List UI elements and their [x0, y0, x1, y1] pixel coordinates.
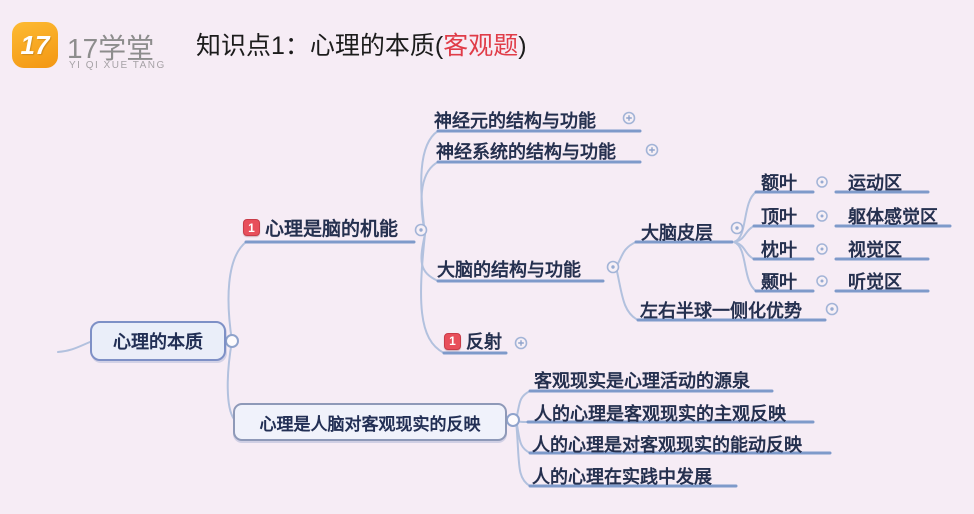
node-parietal-lobe[interactable]: 顶叶	[761, 207, 797, 227]
root-tail-line	[57, 341, 91, 353]
badge-1-icon: 1	[243, 219, 260, 236]
node-cerebral-cortex[interactable]: 大脑皮层	[641, 223, 713, 243]
collapse-icon[interactable]	[606, 260, 620, 274]
collapse-icon[interactable]	[825, 302, 839, 316]
collapse-icon[interactable]	[730, 221, 744, 235]
branch-line	[733, 225, 755, 243]
node-label: 反射	[466, 332, 502, 352]
branch-line	[227, 241, 247, 342]
node-occipital-lobe[interactable]: 枕叶	[761, 240, 797, 260]
node-brain-function[interactable]: 1 心理是脑的机能	[243, 214, 398, 241]
node-label: 心理是脑的机能	[265, 219, 399, 240]
logo-17-icon: 17	[12, 22, 58, 68]
title-text: 知识点1：心理的本质(	[196, 32, 444, 60]
node-active-reflection[interactable]: 人的心理是对客观现实的能动反映	[532, 435, 802, 455]
branch-line	[515, 419, 531, 487]
branch-line	[420, 161, 439, 235]
collapse-icon[interactable]	[816, 176, 828, 188]
node-brain-structure[interactable]: 大脑的结构与功能	[437, 260, 581, 280]
branch-line	[615, 266, 639, 321]
collapse-icon[interactable]	[816, 243, 828, 255]
node-neuron-structure[interactable]: 神经元的结构与功能	[434, 111, 596, 131]
node-frontal-lobe[interactable]: 额叶	[761, 173, 797, 193]
collapse-icon[interactable]	[816, 275, 828, 287]
node-temporal-lobe[interactable]: 颞叶	[761, 272, 797, 292]
branch-line	[420, 233, 445, 354]
branch-line	[733, 241, 757, 292]
node-subjective-reflection[interactable]: 人的心理是客观现实的主观反映	[534, 404, 786, 424]
node-reflection-of-reality[interactable]: 心理是人脑对客观现实的反映	[233, 403, 507, 441]
collapse-plus-icon[interactable]	[645, 143, 659, 157]
node-handle-icon[interactable]	[506, 413, 520, 427]
branch-line	[733, 191, 757, 243]
node-handle-icon[interactable]	[225, 334, 239, 348]
collapse-icon[interactable]	[414, 223, 428, 237]
branch-line	[615, 241, 637, 268]
node-nervous-system-structure[interactable]: 神经系统的结构与功能	[436, 142, 616, 162]
node-visual-area[interactable]: 视觉区	[848, 240, 902, 260]
page-title: 知识点1：心理的本质(客观题)	[196, 26, 527, 62]
node-reality-source[interactable]: 客观现实是心理活动的源泉	[534, 371, 750, 391]
collapse-icon[interactable]	[816, 210, 828, 222]
node-root[interactable]: 心理的本质	[90, 321, 226, 361]
node-reflex[interactable]: 1 反射	[444, 328, 502, 354]
logo-subtitle: YI QI XUE TANG	[69, 60, 166, 71]
badge-1-icon: 1	[444, 332, 461, 350]
node-hemisphere-lateralization[interactable]: 左右半球一侧化优势	[640, 301, 802, 321]
logo-name: 17学堂	[67, 33, 155, 64]
collapse-plus-icon[interactable]	[622, 111, 636, 125]
title-highlight: 客观题	[443, 32, 519, 60]
node-somatosensory-area[interactable]: 躯体感觉区	[848, 207, 938, 227]
node-auditory-area[interactable]: 听觉区	[848, 272, 902, 292]
collapse-plus-icon[interactable]	[514, 336, 528, 350]
branch-line	[226, 340, 235, 420]
node-motor-area[interactable]: 运动区	[848, 173, 902, 193]
node-develop-in-practice[interactable]: 人的心理在实践中发展	[532, 467, 712, 487]
title-text-suffix: )	[518, 32, 527, 60]
